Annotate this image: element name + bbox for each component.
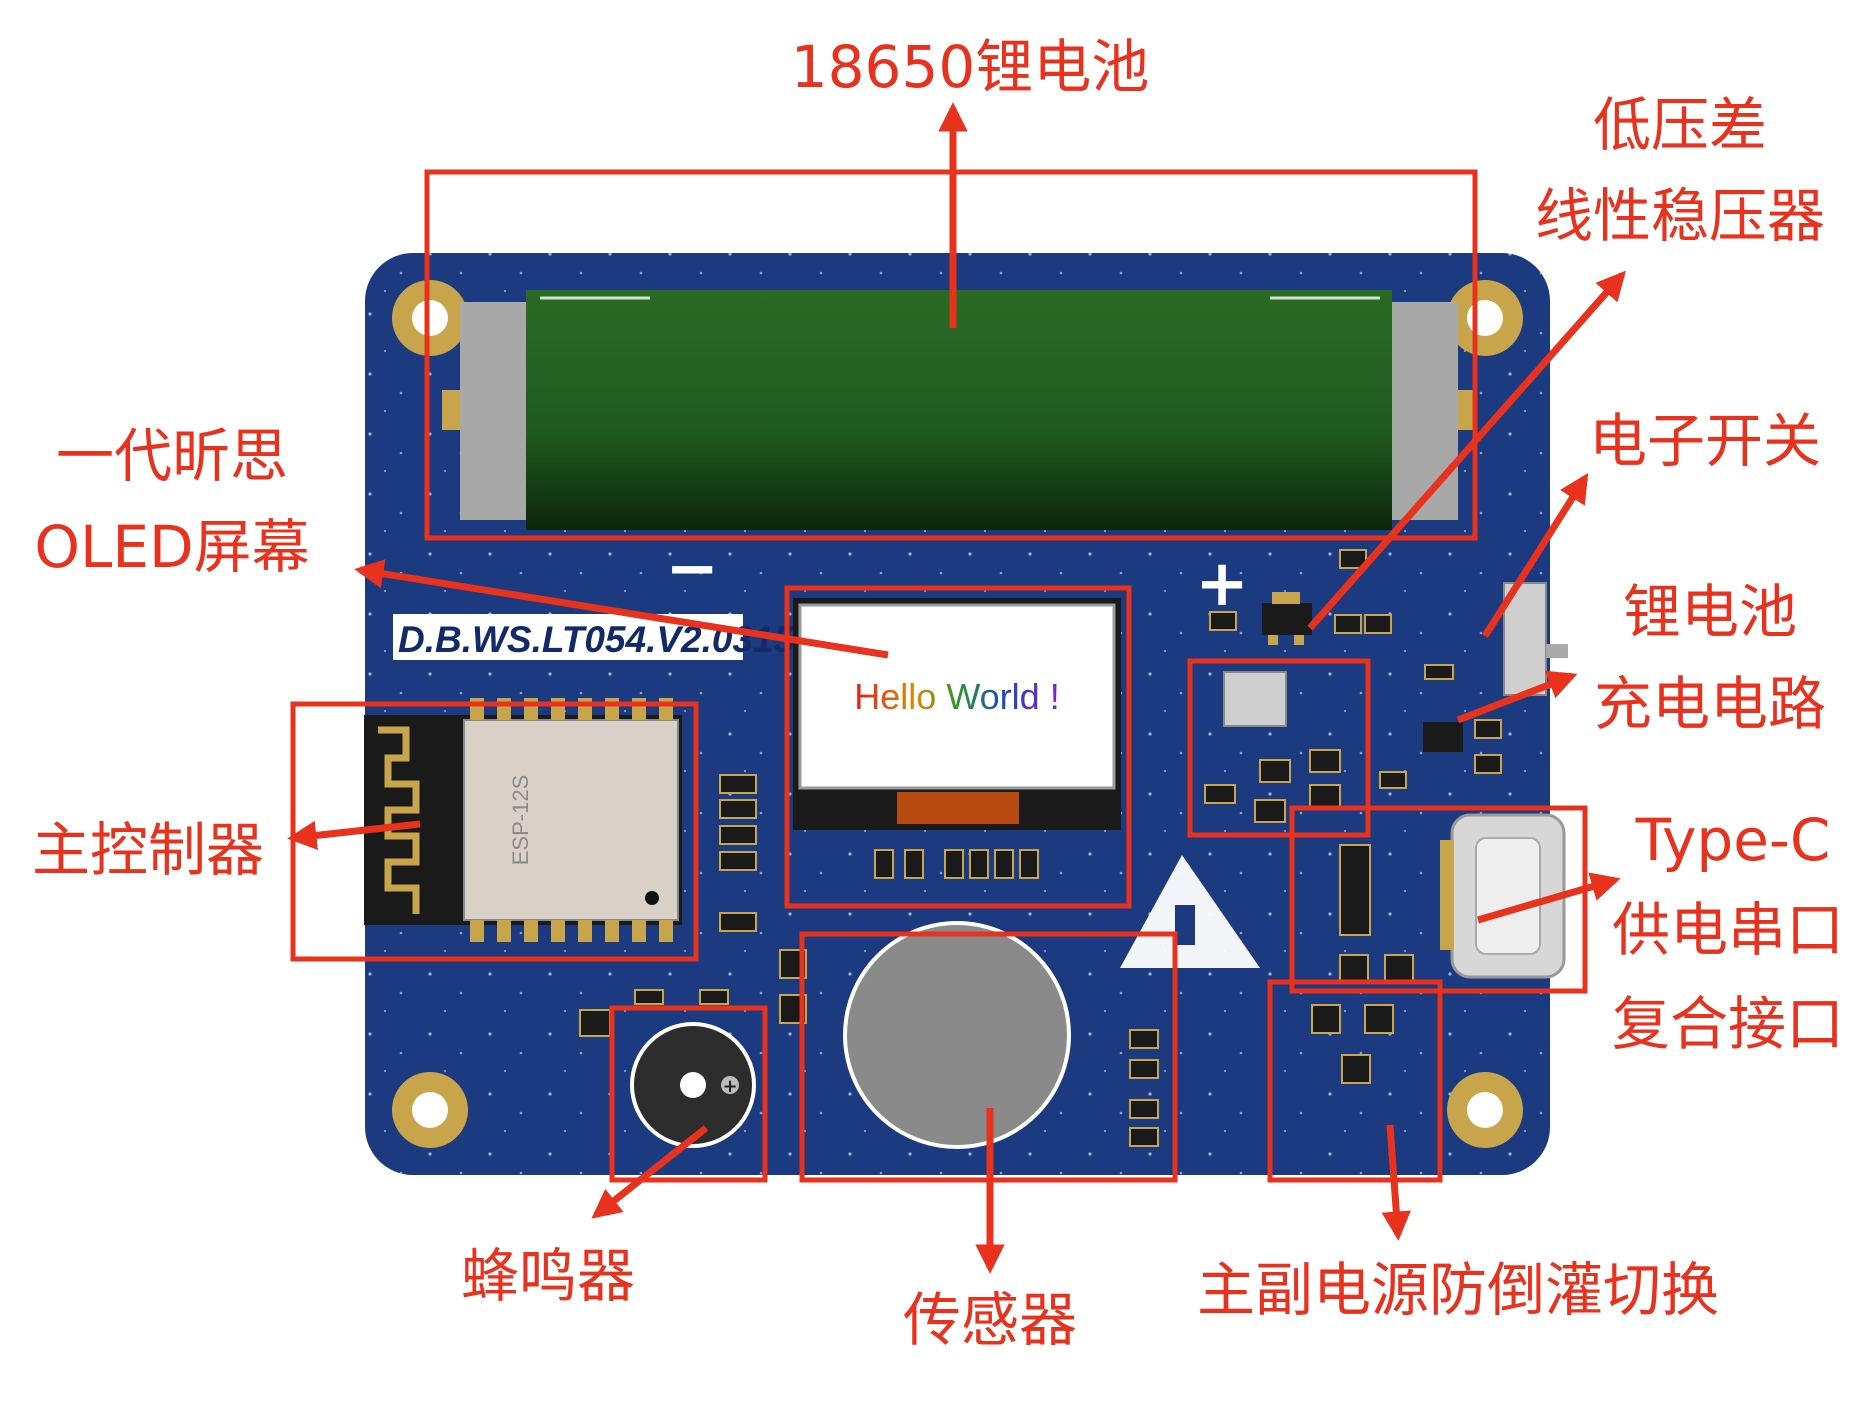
arrow-switch (1482, 473, 1589, 638)
version-label: D.B.WS.LT054.V2.031524 (398, 619, 835, 660)
arrow-charger (1456, 670, 1578, 724)
mounting-hole-icon (1447, 280, 1523, 356)
callout-oled-line2: OLED屏幕 (34, 513, 309, 581)
callout-charger-line2: 充电电路 (1594, 670, 1826, 738)
callout-usb-line2: 供电串口 (1612, 896, 1844, 964)
callout-ldo-line2: 线性稳压器 (1535, 182, 1825, 250)
highlight-power-switchover (1267, 979, 1443, 1183)
callout-battery: 18650锂电池 (791, 33, 1150, 101)
sensor (843, 921, 1071, 1149)
callout-oled-line1: 一代昕思 (56, 422, 288, 490)
smd-component-field (579, 549, 1502, 1147)
highlight-charger (1187, 658, 1371, 838)
ldo-regulator-part (1262, 592, 1312, 645)
callout-power-switchover: 主副电源防倒灌切换 (1197, 1256, 1719, 1324)
arrow-type-c (1477, 872, 1621, 924)
mounting-hole-icon (1447, 1072, 1523, 1148)
minus-marker: − (665, 532, 719, 606)
callout-usb-line1: Type-C (1635, 806, 1831, 874)
type-c-connector (1440, 813, 1566, 979)
callout-charger-line1: 锂电池 (1623, 578, 1797, 646)
callout-controller: 主控制器 (32, 816, 264, 884)
module-label: ESP-12S (508, 775, 533, 866)
callout-ldo-line1: 低压差 (1593, 91, 1767, 159)
arrow-power-switchover (1381, 1124, 1411, 1241)
oled-world: World (946, 676, 1039, 717)
version-silkscreen: D.B.WS.LT054.V2.031524 (393, 614, 835, 660)
callout-sensor: 传感器 (903, 1286, 1077, 1354)
oled-hello-text: Hello World ! (854, 676, 1059, 717)
callout-usb-line3: 复合接口 (1612, 990, 1844, 1058)
arrow-buzzer (591, 1125, 709, 1219)
highlight-oled (784, 585, 1132, 909)
battery-18650 (442, 290, 1476, 530)
mounting-hole-icon (392, 280, 468, 356)
oled-screen (793, 598, 1121, 830)
arrow-controller (287, 820, 421, 851)
esd-warning-icon (1120, 855, 1260, 968)
callout-switch: 电子开关 (1589, 407, 1821, 475)
plus-marker: + (1195, 547, 1249, 621)
oled-hello: Hello (854, 676, 936, 717)
smd-inductor (1223, 671, 1287, 727)
arrow-ldo (1307, 270, 1626, 631)
arrow-oled (354, 559, 889, 659)
electronic-switch-part (1503, 582, 1568, 696)
buzzer: + (630, 1022, 756, 1148)
charger-ic (1423, 722, 1463, 752)
oled-exclaim: ! (1050, 676, 1060, 717)
esp-12s-module: ESP-12S (364, 698, 682, 942)
callout-buzzer: 蜂鸣器 (461, 1242, 635, 1310)
buzzer-plus-icon: + (722, 1076, 737, 1097)
highlight-buzzer (609, 1005, 768, 1183)
mounting-hole-icon (392, 1072, 468, 1148)
